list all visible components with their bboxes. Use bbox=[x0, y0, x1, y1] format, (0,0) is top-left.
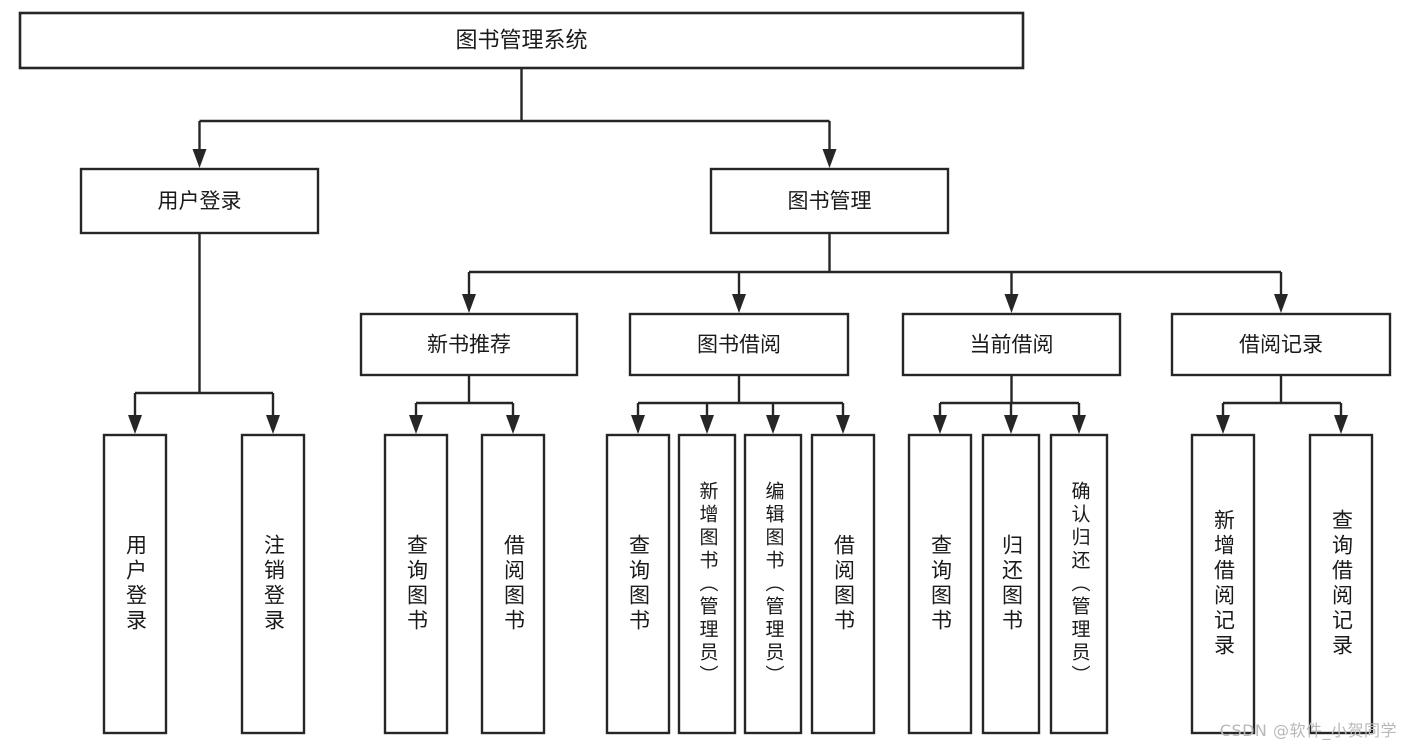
node-leaf-3[interactable] bbox=[480, 433, 546, 735]
node-level3-2-label: 当前借阅 bbox=[970, 333, 1054, 357]
node-level3-3[interactable] bbox=[1170, 312, 1392, 377]
arrow-head-icon bbox=[1334, 415, 1348, 434]
arrow-head-icon bbox=[766, 415, 780, 434]
node-level2-1-label: 图书管理 bbox=[788, 189, 872, 213]
node-leaf-5[interactable] bbox=[677, 433, 737, 735]
node-level3-0[interactable] bbox=[359, 312, 579, 377]
node-level3-1-label: 图书借阅 bbox=[697, 333, 781, 357]
watermark: CSDN @软件_小贺同学 bbox=[1219, 721, 1397, 740]
node-leaf-12[interactable] bbox=[1308, 433, 1374, 735]
node-leaf-7[interactable] bbox=[810, 433, 876, 735]
node-leaf-10[interactable] bbox=[1049, 433, 1109, 735]
arrow-head-icon bbox=[462, 294, 476, 313]
node-level2-0[interactable] bbox=[79, 167, 320, 235]
node-layer bbox=[18, 11, 1392, 735]
arrow-head-icon bbox=[128, 415, 142, 434]
node-level2-0-label: 用户登录 bbox=[158, 189, 242, 213]
node-leaf-8[interactable] bbox=[907, 433, 973, 735]
node-leaf-11[interactable] bbox=[1190, 433, 1256, 735]
node-leaf-6[interactable] bbox=[743, 433, 803, 735]
arrow-head-icon bbox=[836, 415, 850, 434]
node-level3-2[interactable] bbox=[901, 312, 1122, 377]
arrow-head-icon bbox=[631, 415, 645, 434]
connector-layer bbox=[128, 68, 1348, 434]
arrow-head-icon bbox=[506, 415, 520, 434]
arrow-head-icon bbox=[409, 415, 423, 434]
arrow-head-icon bbox=[1072, 415, 1086, 434]
arrow-head-icon bbox=[933, 415, 947, 434]
node-root-label: 图书管理系统 bbox=[455, 29, 587, 54]
node-level3-3-label: 借阅记录 bbox=[1239, 333, 1323, 357]
arrow-head-icon bbox=[1274, 294, 1288, 313]
arrow-head-icon bbox=[1004, 415, 1018, 434]
node-leaf-4[interactable] bbox=[605, 433, 671, 735]
node-level3-1[interactable] bbox=[628, 312, 850, 377]
arrow-head-icon bbox=[1004, 294, 1019, 313]
node-level2-1[interactable] bbox=[709, 167, 950, 235]
arrow-head-icon bbox=[822, 149, 837, 168]
node-root[interactable] bbox=[18, 11, 1025, 70]
node-leaf-0[interactable] bbox=[102, 433, 168, 735]
arrow-head-icon bbox=[700, 415, 714, 434]
arrow-head-icon bbox=[1216, 415, 1230, 434]
arrow-head-icon bbox=[266, 415, 280, 434]
node-leaf-1[interactable] bbox=[240, 433, 306, 735]
arrow-head-icon bbox=[192, 149, 207, 168]
node-leaf-9[interactable] bbox=[981, 433, 1041, 735]
arrow-head-icon bbox=[732, 294, 746, 313]
node-leaf-2[interactable] bbox=[383, 433, 449, 735]
node-level3-0-label: 新书推荐 bbox=[427, 333, 511, 357]
